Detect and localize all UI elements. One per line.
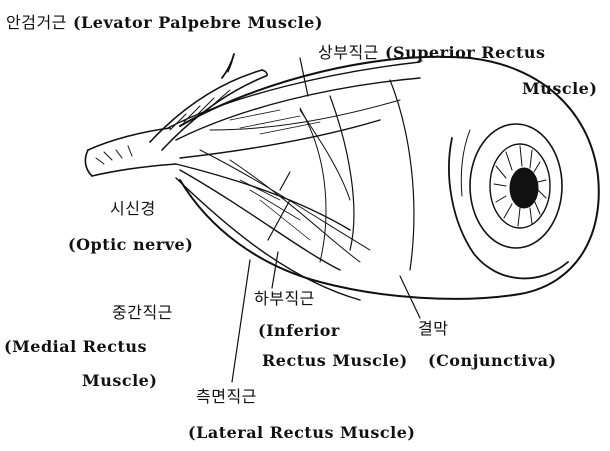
optic-nerve-label-en: (Optic nerve) — [68, 236, 193, 254]
levator-label-en: (Levator Palpebre Muscle) — [73, 13, 323, 32]
superior-rectus-label: 상부직근 (Superior Rectus — [318, 44, 546, 62]
superior-rectus-label-line2: Muscle) — [522, 80, 597, 98]
medial-rectus-label-ko: 중간직근 — [112, 304, 173, 322]
medial-rectus-label-en-1: (Medial Rectus — [4, 338, 147, 356]
lateral-rectus-label-ko: 측면직근 — [196, 388, 257, 406]
medial-rectus-label-en-2: Muscle) — [82, 372, 157, 390]
superior-label-ko: 상부직근 — [318, 43, 379, 62]
levator-label: 안검거근 (Levator Palpebre Muscle) — [6, 14, 323, 32]
inferior-rectus-label-ko: 하부직근 — [254, 290, 315, 308]
levator-label-ko: 안검거근 — [6, 13, 67, 32]
cornea-iris — [449, 124, 568, 278]
muscle-bundles — [168, 62, 420, 300]
levator-palpebre-muscle — [150, 54, 267, 150]
superior-label-en-1: (Superior Rectus — [385, 43, 546, 62]
conjunctiva-label-ko: 결막 — [418, 320, 448, 338]
inferior-rectus-label-en-2: Rectus Muscle) — [262, 352, 408, 370]
inferior-rectus-label-en-1: (Inferior — [258, 322, 340, 340]
lateral-rectus-label-en: (Lateral Rectus Muscle) — [188, 424, 415, 442]
optic-nerve-stump — [85, 128, 176, 176]
optic-nerve-label-ko: 시신경 — [110, 200, 156, 218]
conjunctiva-label-en: (Conjunctiva) — [428, 352, 557, 370]
